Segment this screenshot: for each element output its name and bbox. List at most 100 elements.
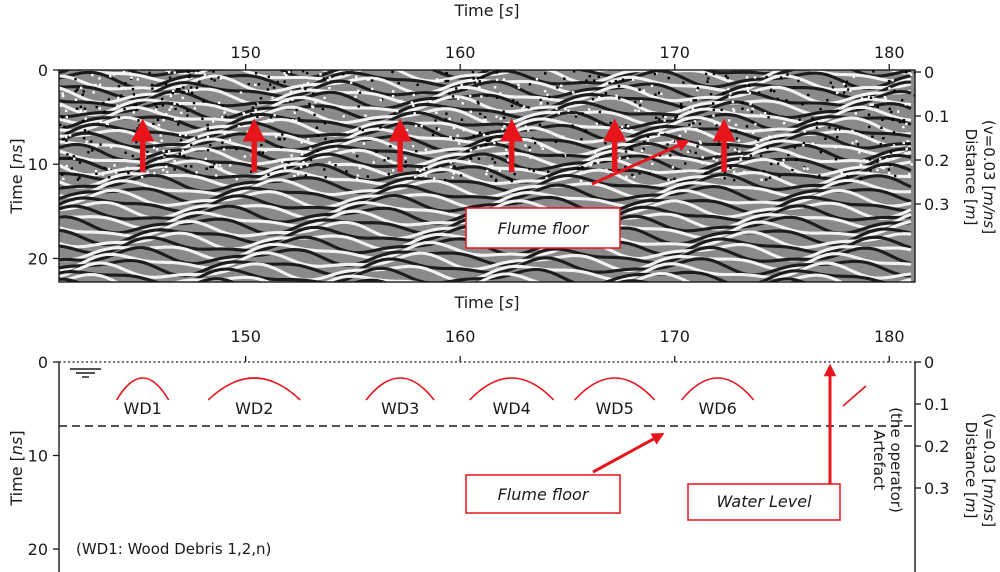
radargram-speckle <box>462 128 465 132</box>
radargram-speckle <box>528 146 531 149</box>
radargram-speckle <box>700 146 704 149</box>
radargram-speckle <box>746 89 750 93</box>
radargram-speckle <box>653 72 657 76</box>
y-right-tick-label: 0.2 <box>924 437 949 456</box>
radargram-speckle <box>675 115 679 118</box>
radargram-speckle <box>532 169 535 173</box>
radargram-speckle <box>90 140 93 143</box>
radargram-speckle <box>68 156 72 160</box>
radargram-speckle <box>354 95 357 98</box>
radargram-speckle <box>452 137 455 140</box>
radargram-speckle <box>82 90 85 93</box>
radargram-speckle <box>881 118 884 121</box>
radargram-speckle <box>213 79 216 82</box>
radargram-speckle <box>371 79 374 82</box>
radargram-speckle <box>112 73 116 76</box>
radargram-speckle <box>145 166 149 169</box>
radargram-speckle <box>468 79 471 82</box>
radargram-speckle <box>660 92 663 95</box>
radargram-speckle <box>648 172 651 175</box>
radargram-speckle <box>213 162 216 166</box>
radargram-speckle <box>729 166 732 169</box>
radargram-speckle <box>490 175 493 178</box>
radargram-speckle <box>547 170 550 173</box>
radargram-speckle <box>383 159 386 162</box>
radargram-speckle <box>444 79 447 83</box>
radargram-speckle <box>890 110 893 114</box>
radargram-speckle <box>217 76 220 79</box>
radargram-speckle <box>138 124 141 127</box>
debris-arc <box>574 377 656 401</box>
radargram-speckle <box>680 106 683 110</box>
radargram-speckle <box>188 75 191 79</box>
radargram-speckle <box>186 109 189 112</box>
radargram-speckle <box>756 144 760 147</box>
radargram-speckle <box>640 100 643 103</box>
y-right-tick-label: 0.3 <box>924 479 949 498</box>
radargram-speckle <box>642 147 645 151</box>
radargram-speckle <box>894 174 897 178</box>
radargram-speckle <box>235 147 238 151</box>
radargram-speckle <box>834 158 838 161</box>
radargram-speckle <box>749 154 752 157</box>
radargram-speckle <box>871 103 874 106</box>
radargram-speckle <box>261 151 264 155</box>
radargram-speckle <box>166 170 169 174</box>
radargram-speckle <box>664 116 667 119</box>
radargram-speckle <box>802 144 805 147</box>
bottom-y-right-ticks: 00.10.20.3 <box>915 353 949 498</box>
radargram-speckle <box>723 171 727 174</box>
radargram-speckle <box>751 107 754 110</box>
radargram-speckle <box>316 149 319 153</box>
radargram-speckle <box>457 142 461 145</box>
radargram-speckle <box>389 145 392 148</box>
radargram-speckle <box>477 77 480 80</box>
radargram-speckle <box>448 92 451 95</box>
radargram-speckle <box>165 112 168 116</box>
radargram-speckle <box>136 127 139 130</box>
radargram-speckle <box>538 123 542 126</box>
radargram-speckle <box>59 123 62 126</box>
radargram-speckle <box>302 161 305 164</box>
radargram-speckle <box>178 88 181 91</box>
radargram-speckle <box>179 138 183 142</box>
radargram-speckle <box>84 117 87 120</box>
radargram-speckle <box>187 70 190 73</box>
radargram-speckle <box>512 80 515 83</box>
radargram-speckle <box>355 177 359 180</box>
radargram-speckle <box>102 101 105 105</box>
radargram-speckle <box>604 142 607 145</box>
bottom-flume-callout-text: Flume floor <box>498 485 590 504</box>
radargram-speckle <box>661 131 664 134</box>
radargram-speckle <box>195 171 198 174</box>
radargram-speckle <box>106 125 109 128</box>
radargram-speckle <box>887 79 891 83</box>
artefact-label-1: Artefact <box>870 430 888 490</box>
radargram-speckle <box>791 168 794 172</box>
radargram-speckle <box>516 101 519 104</box>
radargram-speckle <box>146 171 149 174</box>
radargram-speckle <box>826 99 829 102</box>
radargram-speckle <box>285 74 288 77</box>
radargram-speckle <box>701 161 704 165</box>
radargram-speckle <box>768 135 771 138</box>
debris-arc <box>469 377 555 401</box>
radargram-speckle <box>357 89 360 92</box>
radargram-speckle <box>888 87 891 90</box>
radargram-speckle <box>107 176 111 179</box>
radargram-speckle <box>849 89 852 92</box>
radargram-speckle <box>148 71 151 75</box>
radargram-speckle <box>901 99 904 102</box>
radargram-speckle <box>372 161 375 164</box>
radargram-band <box>59 100 912 122</box>
radargram-speckle <box>544 72 547 75</box>
radargram-speckle <box>871 135 874 138</box>
radargram-speckle <box>851 141 854 145</box>
radargram-speckle <box>154 103 157 106</box>
radargram-speckle <box>528 167 531 171</box>
radargram-speckle <box>164 82 168 86</box>
radargram-speckle <box>867 113 871 116</box>
radargram-speckle <box>391 70 394 74</box>
radargram-speckle <box>485 139 489 143</box>
radargram-speckle <box>688 84 691 87</box>
